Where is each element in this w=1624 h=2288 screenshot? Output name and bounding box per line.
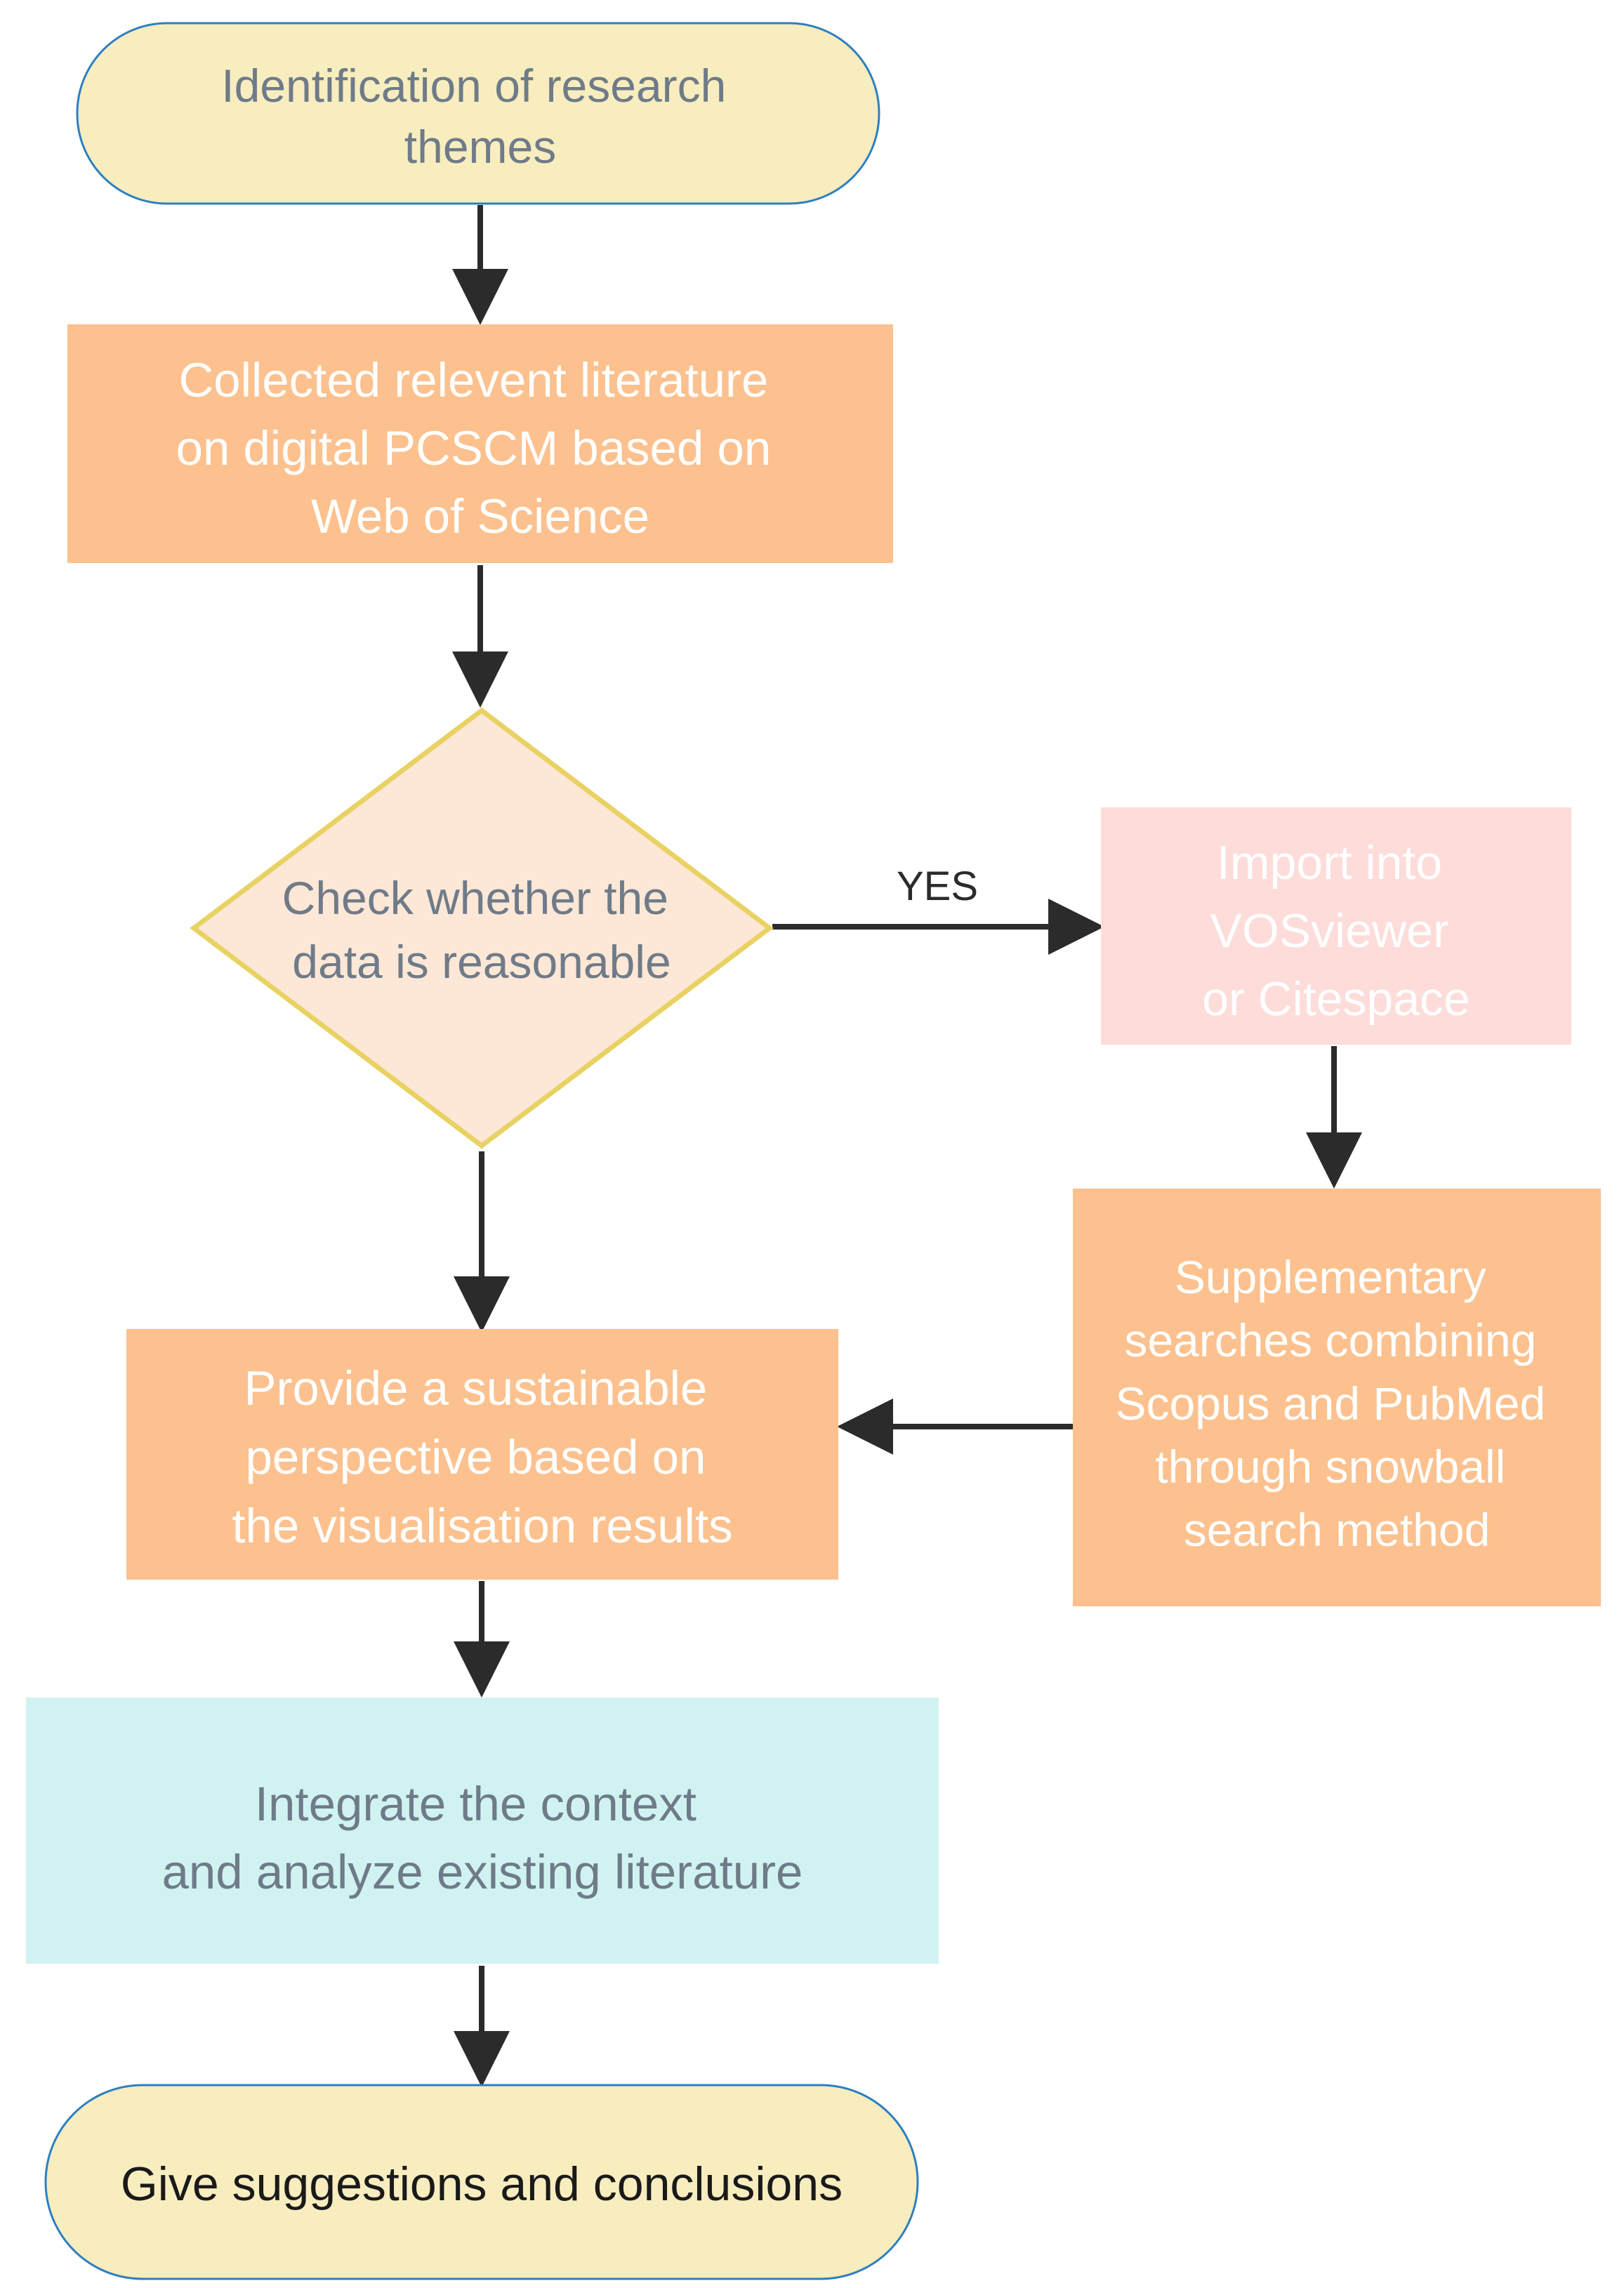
decision-diamond bbox=[190, 707, 774, 1149]
terminal-shape bbox=[44, 2084, 919, 2280]
node-provide-line-2: perspective based on bbox=[245, 1430, 706, 1484]
node-supplement-line-3: Scopus and PubMed bbox=[1115, 1377, 1545, 1429]
node-provide: Provide a sustainable perspective based … bbox=[126, 1329, 838, 1580]
node-collect-label: Collected relevent literature on digital… bbox=[176, 353, 785, 543]
node-import-line-3: or Citespace bbox=[1202, 972, 1470, 1026]
node-check: Check whether the data is reasonable bbox=[190, 707, 774, 1149]
node-conclude-label: Give suggestions and conclusions bbox=[121, 2157, 843, 2211]
node-supplement-line-2: searches combining bbox=[1124, 1314, 1536, 1366]
node-supplement: Supplementary searches combining Scopus … bbox=[1073, 1189, 1601, 1606]
integrate-shape bbox=[26, 1698, 939, 1964]
node-supplement-line-4: through snowball bbox=[1155, 1441, 1505, 1493]
node-supplement-line-1: Supplementary bbox=[1175, 1251, 1486, 1303]
node-conclude: Give suggestions and conclusions bbox=[44, 2084, 919, 2280]
node-supplement-line-5: search method bbox=[1184, 1504, 1491, 1556]
node-collect-line-3: Web of Science bbox=[311, 489, 649, 543]
node-check-label: Check whether the data is reasonable bbox=[282, 872, 682, 988]
node-identify-label: Identification of research themes bbox=[221, 60, 739, 173]
import-shape bbox=[1101, 807, 1571, 1045]
node-provide-line-3: the visualisation results bbox=[232, 1499, 732, 1553]
node-import: Import into VOSviewer or Citespace bbox=[1101, 807, 1571, 1045]
node-integrate-line-2: and analyze existing literature bbox=[162, 1845, 803, 1899]
process-shape bbox=[67, 324, 893, 563]
node-supplement-label: Supplementary searches combining Scopus … bbox=[1115, 1251, 1558, 1556]
node-integrate-label: Integrate the context and analyze existi… bbox=[162, 1777, 803, 1899]
yes-label: YES bbox=[897, 864, 978, 909]
node-identify: Identification of research themes bbox=[76, 22, 880, 205]
node-integrate: Integrate the context and analyze existi… bbox=[26, 1698, 939, 1964]
node-import-line-2: VOSviewer bbox=[1210, 904, 1448, 958]
node-collect-line-2: on digital PCSCM based on bbox=[176, 421, 772, 475]
node-collect: Collected relevent literature on digital… bbox=[67, 324, 893, 563]
node-conclude-line-1: Give suggestions and conclusions bbox=[121, 2157, 843, 2211]
node-check-line-1: Check whether the bbox=[282, 872, 668, 924]
process-shape bbox=[126, 1329, 838, 1580]
process-shape bbox=[1073, 1189, 1601, 1606]
terminal-shape bbox=[76, 22, 880, 205]
node-integrate-line-1: Integrate the context bbox=[255, 1777, 697, 1831]
node-identify-line-2: themes bbox=[404, 121, 556, 173]
node-collect-line-1: Collected relevent literature bbox=[178, 353, 768, 407]
node-check-line-2: data is reasonable bbox=[292, 936, 671, 988]
node-provide-line-1: Provide a sustainable bbox=[244, 1361, 708, 1415]
node-identify-line-1: Identification of research bbox=[221, 60, 726, 112]
node-import-label: Import into VOSviewer or Citespace bbox=[1202, 836, 1470, 1026]
connectors bbox=[452, 205, 1362, 2087]
node-provide-label: Provide a sustainable perspective based … bbox=[232, 1361, 732, 1553]
node-import-line-1: Import into bbox=[1217, 836, 1442, 890]
